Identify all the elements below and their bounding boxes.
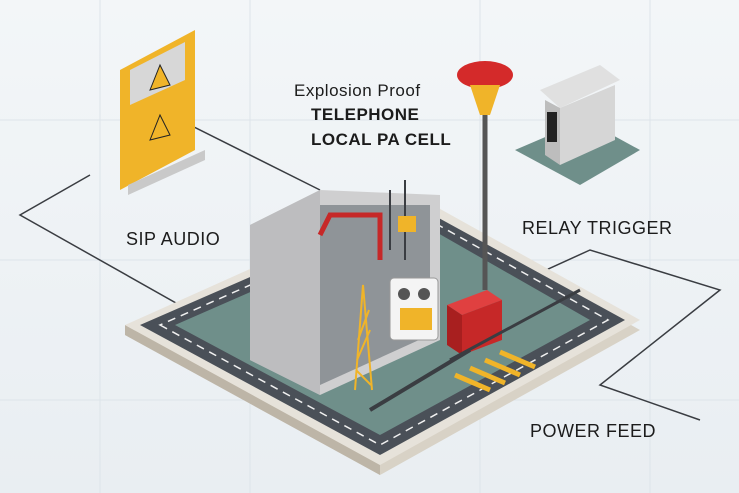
telephone-cabinet-icon: [250, 180, 440, 395]
power-box-icon: [368, 288, 581, 412]
label-sip-audio: SIP AUDIO: [126, 229, 221, 249]
label-power-feed: POWER FEED: [530, 421, 657, 441]
label-relay-trigger: RELAY TRIGGER: [522, 218, 673, 238]
label-local-pa-cell: LOCAL PA CELL: [311, 130, 452, 149]
lattice-tower-icon: [354, 284, 373, 391]
horn-speaker-icon: [457, 61, 513, 290]
label-telephone: TELEPHONE: [311, 105, 420, 124]
warning-sign-icon: [120, 30, 205, 195]
relay-housing-icon: [515, 65, 640, 185]
label-explosion-proof: Explosion Proof: [294, 81, 421, 100]
